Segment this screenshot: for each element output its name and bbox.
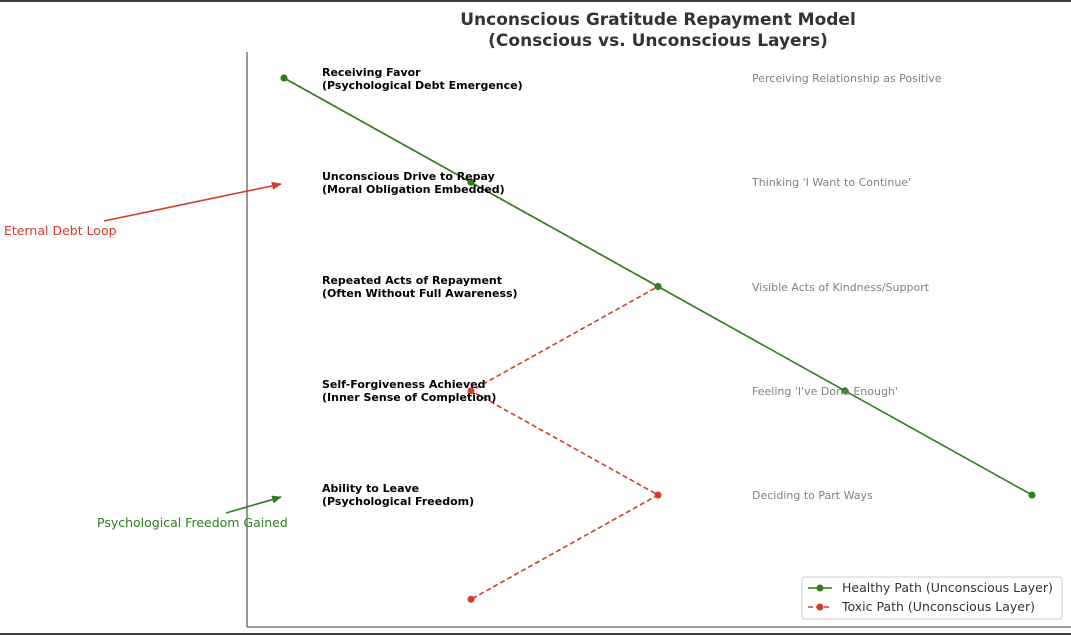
- stage-5-label: Ability to Leave (Psychological Freedom): [322, 482, 474, 508]
- conscious-label-3: Visible Acts of Kindness/Support: [752, 281, 930, 294]
- conscious-label-5: Deciding to Part Ways: [752, 489, 873, 502]
- freedom-arrow: [225, 495, 282, 514]
- stage-1-title: Receiving Favor: [322, 66, 421, 79]
- toxic-path-point-6: [467, 595, 475, 603]
- legend-box: [801, 576, 1063, 620]
- healthy-path-point-2: [467, 178, 475, 186]
- legend-healthy-label: Healthy Path (Unconscious Layer): [842, 580, 1053, 595]
- toxic-path-point-5: [654, 491, 662, 499]
- diagram-title-line2: (Conscious vs. Unconscious Layers): [488, 31, 828, 51]
- stage-1-label: Receiving Favor (Psychological Debt Emer…: [322, 66, 523, 92]
- stage-5-title: Ability to Leave: [322, 482, 419, 495]
- toxic-path-point-4: [467, 387, 475, 395]
- legend-healthy-marker: [816, 584, 824, 592]
- conscious-label-4: Feeling 'I've Done Enough': [752, 385, 898, 398]
- debt-loop-arrow: [103, 181, 282, 222]
- healthy-path-point-3: [654, 283, 662, 290]
- stage-1-subtitle: (Psychological Debt Emergence): [322, 79, 523, 92]
- legend-toxic-label: Toxic Path (Unconscious Layer): [841, 599, 1035, 614]
- paths-layer: [280, 74, 1036, 603]
- healthy-path-point-4: [841, 387, 849, 395]
- stage-4-title: Self-Forgiveness Achieved: [322, 378, 485, 391]
- conscious-label-2: Thinking 'I Want to Continue': [751, 176, 911, 189]
- legend: Healthy Path (Unconscious Layer) Toxic P…: [801, 576, 1063, 620]
- toxic-path-line: [283, 77, 660, 600]
- stage-5-subtitle: (Psychological Freedom): [322, 495, 474, 508]
- conscious-labels: Perceiving Relationship as Positive Thin…: [751, 72, 942, 502]
- stage-2-subtitle: (Moral Obligation Embedded): [322, 183, 505, 196]
- stage-3-subtitle: (Often Without Full Awareness): [322, 287, 518, 300]
- conscious-label-1: Perceiving Relationship as Positive: [752, 72, 942, 85]
- stage-labels: Receiving Favor (Psychological Debt Emer…: [322, 66, 523, 508]
- stage-3-title: Repeated Acts of Repayment: [322, 274, 502, 287]
- stage-4-label: Self-Forgiveness Achieved (Inner Sense o…: [322, 378, 496, 404]
- diagram-title-line1: Unconscious Gratitude Repayment Model: [460, 10, 856, 30]
- stage-2-label: Unconscious Drive to Repay (Moral Obliga…: [322, 170, 505, 196]
- debt-loop-annotation: Eternal Debt Loop: [4, 223, 117, 238]
- stage-3-label: Repeated Acts of Repayment (Often Withou…: [322, 274, 518, 300]
- legend-toxic-marker: [816, 603, 824, 611]
- stage-4-subtitle: (Inner Sense of Completion): [322, 391, 496, 404]
- healthy-path-point-5: [1028, 491, 1036, 499]
- freedom-annotation: Psychological Freedom Gained: [97, 515, 288, 530]
- healthy-path-point-1: [280, 74, 288, 82]
- stage-2-title: Unconscious Drive to Repay: [322, 170, 495, 183]
